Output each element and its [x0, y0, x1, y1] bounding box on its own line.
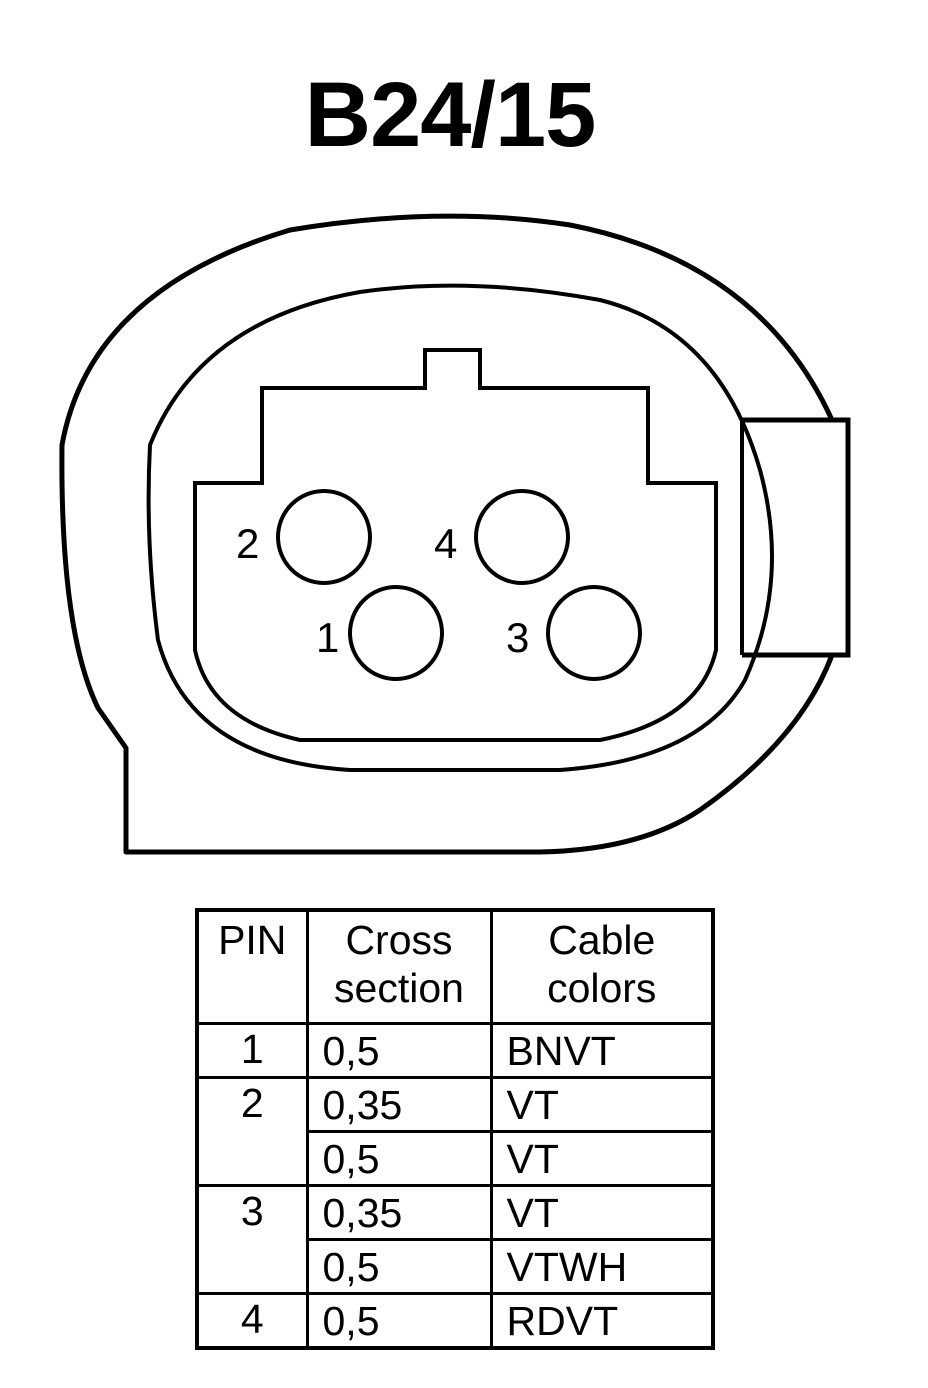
pin-table: PIN Cross section Cable colors 1 0,5 BNV… — [195, 908, 715, 1350]
cable-color-value: VT — [489, 1076, 715, 1132]
table-row: 0,5 VT — [197, 1130, 715, 1186]
pin-socket-4 — [474, 489, 570, 585]
header-pin: PIN — [195, 908, 309, 1025]
pin-label-1: 1 — [316, 614, 339, 661]
table-row: 0,5 VTWH — [197, 1238, 715, 1294]
pin-label-4: 4 — [434, 520, 457, 567]
cross-section-value: 0,5 — [305, 1022, 493, 1078]
pin-label-2: 2 — [236, 520, 259, 567]
connector-outer-housing — [59, 213, 851, 855]
cross-section-value: 0,5 — [305, 1130, 493, 1186]
pin-socket-3 — [546, 585, 642, 681]
pin-number: 2 — [195, 1076, 309, 1186]
connector-latch — [742, 417, 851, 658]
header-cable-colors: Cable colors — [489, 908, 715, 1025]
table-row: 3 0,35 VT — [195, 1184, 715, 1294]
cross-section-value: 0,35 — [305, 1076, 493, 1132]
table-header-row: PIN Cross section Cable colors — [195, 908, 715, 1025]
cross-section-value: 0,5 — [305, 1238, 493, 1294]
pin-label-3: 3 — [506, 614, 529, 661]
cable-color-value: BNVT — [489, 1022, 715, 1078]
table-row: 4 0,5 RDVT — [195, 1292, 715, 1348]
table-row: 1 0,5 BNVT — [195, 1022, 715, 1078]
cable-color-value: VT — [489, 1130, 715, 1186]
table-row: 2 0,35 VT — [195, 1076, 715, 1186]
connector-diagram: 2 4 1 3 — [59, 213, 851, 855]
cable-color-value: RDVT — [489, 1292, 715, 1348]
page-title: B24/15 — [304, 64, 597, 166]
pin-socket-1 — [348, 585, 444, 681]
cable-color-value: VTWH — [489, 1238, 715, 1294]
pin-number: 3 — [195, 1184, 309, 1294]
connector-inner-ring — [146, 283, 774, 772]
connector-cavity — [193, 348, 718, 742]
cable-color-value: VT — [489, 1184, 715, 1240]
cross-section-value: 0,5 — [305, 1292, 493, 1348]
cross-section-value: 0,35 — [305, 1184, 493, 1240]
pin-number: 1 — [195, 1022, 309, 1078]
header-cross-section: Cross section — [305, 908, 493, 1025]
pin-socket-2 — [276, 489, 372, 585]
pin-number: 4 — [195, 1292, 309, 1348]
